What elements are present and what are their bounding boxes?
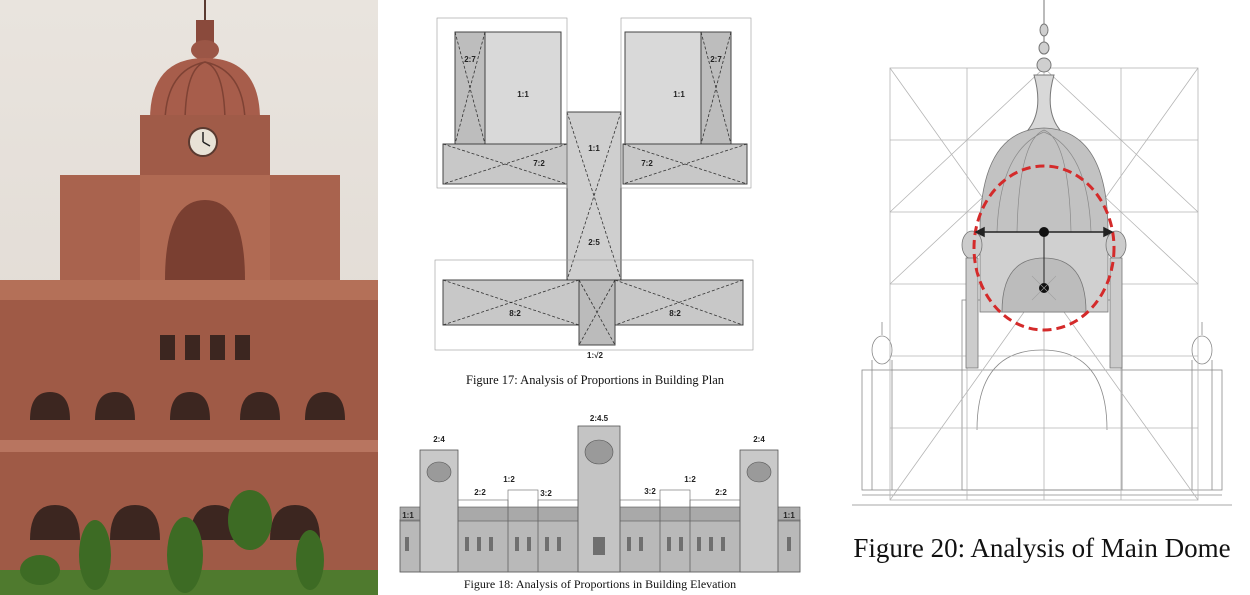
plan-label-central-spine: 2:5 xyxy=(588,238,600,247)
elevation-caption: Figure 18: Analysis of Proportions in Bu… xyxy=(463,577,737,591)
plan-label-left-wing: 7:2 xyxy=(533,159,545,168)
dome-proportion-ellipse xyxy=(972,164,1116,332)
building-plan-diagram: 2:7 2:7 1:1 1:1 7:2 7:2 1:1 2:5 8:2 8:2 … xyxy=(425,0,765,370)
plan-label-right-wing: 7:2 xyxy=(641,159,653,168)
building-photo xyxy=(0,0,378,595)
main-dome-diagram xyxy=(852,0,1232,525)
elev-label-right-inner: 3:2 xyxy=(644,487,656,496)
plan-label-right-block: 1:1 xyxy=(673,90,685,99)
elev-label-center-tower: 2:4.5 xyxy=(590,414,609,423)
elev-label-right-bay: 2:2 xyxy=(715,488,727,497)
elev-label-left-end: 1:1 xyxy=(402,511,414,520)
elev-label-left-tower: 2:4 xyxy=(433,435,445,444)
plan-label-left-tower: 2:7 xyxy=(464,55,476,64)
plan-caption: Figure 17: Analysis of Proportions in Bu… xyxy=(466,373,724,387)
plan-label-central-top: 1:1 xyxy=(588,144,600,153)
plan-label-bottom-right: 8:2 xyxy=(669,309,681,318)
elev-label-right-end: 1:1 xyxy=(783,511,795,520)
plan-label-bottom-center: 1:√2 xyxy=(587,351,604,360)
elev-label-left-mid: 1:2 xyxy=(503,475,515,484)
plan-label-left-block: 1:1 xyxy=(517,90,529,99)
plan-label-bottom-left: 8:2 xyxy=(509,309,521,318)
plan-label-right-tower: 2:7 xyxy=(710,55,722,64)
dome-center-point xyxy=(1039,227,1049,237)
elev-label-left-inner: 3:2 xyxy=(540,489,552,498)
building-elevation-diagram: 2:4 2:4 2:4.5 2:2 2:2 1:2 1:2 3:2 3:2 1:… xyxy=(395,412,805,584)
dome-caption: Figure 20: Analysis of Main Dome xyxy=(853,533,1231,563)
elev-label-left-bay: 2:2 xyxy=(474,488,486,497)
elev-label-right-tower: 2:4 xyxy=(753,435,765,444)
elev-label-right-mid: 1:2 xyxy=(684,475,696,484)
